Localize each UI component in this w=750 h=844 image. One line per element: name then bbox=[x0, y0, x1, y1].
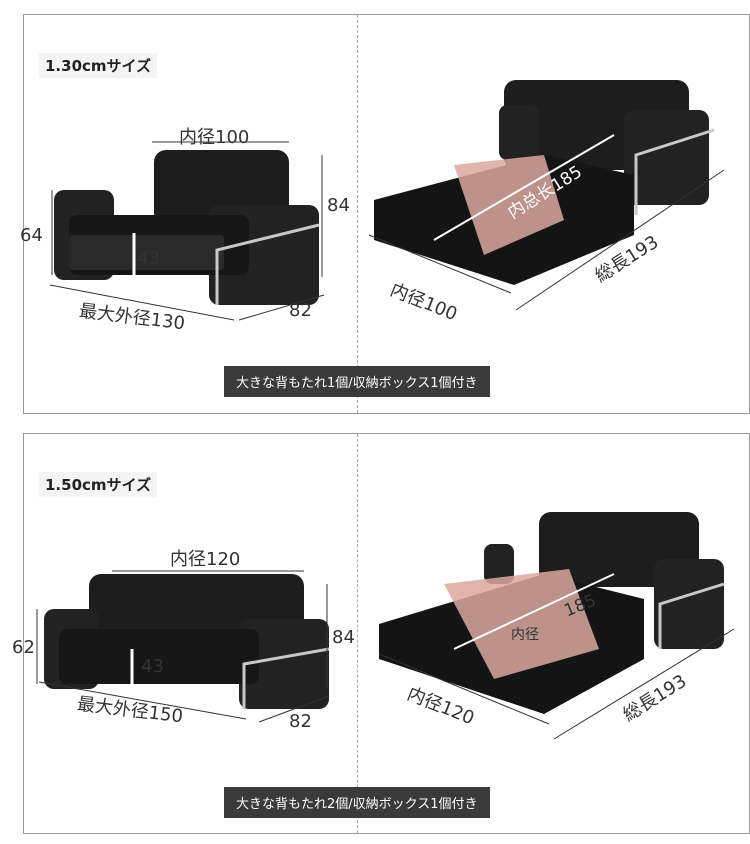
sofa-illustration-130 bbox=[49, 80, 725, 321]
sofa-arm-height: 62 bbox=[12, 637, 35, 658]
sofa-height: 84 bbox=[327, 195, 350, 216]
size-label: 1.50cmサイズ bbox=[39, 472, 158, 497]
sofa-bed-image bbox=[374, 80, 715, 285]
sofa-arm-height: 64 bbox=[20, 225, 43, 246]
size-label: 1.30cmサイズ bbox=[39, 53, 158, 78]
sofa-height: 84 bbox=[332, 627, 355, 648]
sofa-inner-width: 内径120 bbox=[170, 549, 241, 570]
sofa-seat-height: 43 bbox=[137, 248, 160, 269]
sofa-inner-width: 内径100 bbox=[179, 127, 250, 148]
bed-inner-label: 内径 bbox=[511, 627, 539, 643]
sofa-depth: 82 bbox=[289, 711, 312, 732]
sofa-armchair-image bbox=[54, 150, 320, 305]
sofa-seat-height: 43 bbox=[141, 656, 164, 677]
size-panel-150: 1.50cmサイズ 内径120 84 62 43 最大外径150 82 bbox=[12, 433, 750, 834]
panel-divider bbox=[357, 15, 358, 413]
panel-divider bbox=[357, 434, 358, 833]
sofa-illustration-150 bbox=[36, 512, 735, 740]
sofa-two-seat-image bbox=[44, 574, 330, 709]
sofa-bed-image bbox=[379, 512, 725, 714]
feature-caption: 大きな背もたれ1個/収納ボックス1個付き bbox=[224, 366, 490, 397]
feature-caption: 大きな背もたれ2個/収納ボックス1個付き bbox=[224, 787, 490, 818]
size-panel-130: 1.30cmサイズ 内径100 84 6 bbox=[20, 14, 750, 414]
sofa-depth: 82 bbox=[289, 300, 312, 321]
